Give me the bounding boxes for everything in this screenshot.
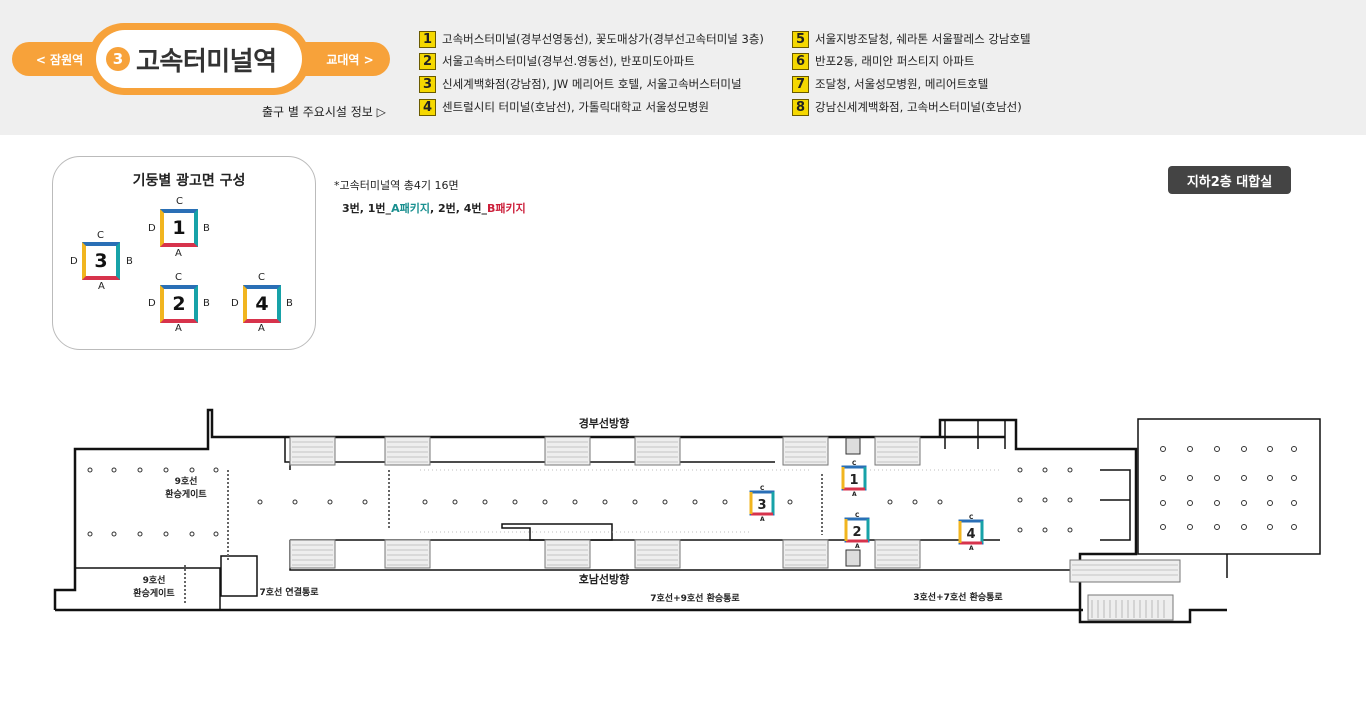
exit-item: 8 강남신세계백화점, 고속버스터미널(호남선) — [792, 98, 1022, 116]
side-label-c: C — [258, 272, 265, 283]
legend-pillar-1: 1 — [160, 209, 198, 247]
exit-number-badge: 8 — [792, 98, 809, 116]
side-label-a: A — [98, 281, 105, 292]
exit-item: 6 반포2동, 래미안 퍼스티지 아파트 — [792, 52, 974, 70]
gate-9-upper-line1: 9호선 — [175, 475, 198, 487]
side-label-a: A — [175, 248, 182, 259]
side-label-d: D — [148, 223, 156, 234]
package-note: 3번, 1번_A패키지, 2번, 4번_B패키지 — [342, 200, 526, 216]
side-label-b: B — [126, 256, 133, 267]
exit-description: 조달청, 서울성모병원, 메리어트호텔 — [815, 77, 989, 91]
map-side-c: C — [760, 485, 765, 492]
map-side-a: A — [969, 545, 974, 552]
exit-item: 4 센트럴시티 터미널(호남선), 가톨릭대학교 서울성모병원 — [419, 98, 709, 116]
exit-info-link[interactable]: 출구 별 주요시설 정보 ▷ — [262, 105, 386, 119]
side-label-d: D — [70, 256, 78, 267]
package-prefix: 3번, 1번_ — [342, 202, 392, 215]
line-number-icon: 3 — [106, 47, 130, 71]
side-label-c: C — [175, 272, 182, 283]
side-label-d: D — [231, 298, 239, 309]
transfer-line3-7-passage: 3호선+7호선 환승통로 — [913, 591, 1003, 603]
exit-description: 서울고속버스터미널(경부선.영동선), 반포미도아파트 — [442, 54, 695, 68]
package-b-label: B패키지 — [487, 202, 526, 215]
side-label-d: D — [148, 298, 156, 309]
side-label-b: B — [203, 223, 210, 234]
side-label-a: A — [175, 323, 182, 334]
map-pillar-3[interactable]: 3 — [749, 490, 775, 516]
exit-item: 7 조달청, 서울성모병원, 메리어트호텔 — [792, 75, 988, 93]
next-station-button[interactable]: 교대역 > — [300, 42, 390, 76]
map-side-a: A — [852, 491, 857, 498]
map-side-c: C — [855, 512, 860, 519]
exit-number-badge: 3 — [419, 75, 436, 93]
direction-gyeongbu: 경부선방향 — [579, 416, 630, 430]
exit-number-badge: 7 — [792, 75, 809, 93]
legend-pillar-4: 4 — [243, 285, 281, 323]
gate-9-lower-line2: 환승게이트 — [133, 587, 175, 599]
map-pillar-2[interactable]: 2 — [844, 517, 870, 543]
map-pillar-1[interactable]: 1 — [841, 465, 867, 491]
gate-9-lower-line1: 9호선 — [143, 574, 166, 586]
exit-number-badge: 5 — [792, 30, 809, 48]
map-side-a: A — [760, 516, 765, 523]
map-side-a: A — [855, 543, 860, 550]
exit-item: 2 서울고속버스터미널(경부선.영동선), 반포미도아파트 — [419, 52, 695, 70]
exit-number-badge: 4 — [419, 98, 436, 116]
station-name: 고속터미널역 — [136, 46, 277, 77]
svg-text:3: 3 — [757, 498, 766, 513]
exit-description: 고속버스터미널(경부선영동선), 꽃도매상가(경부선고속터미널 3층) — [442, 32, 764, 46]
legend-pillar-3: 3 — [82, 242, 120, 280]
station-title: 3 고속터미널역 — [96, 30, 302, 88]
legend-pillar-2: 2 — [160, 285, 198, 323]
exit-item: 3 신세계백화점(강남점), JW 메리어트 호텔, 서울고속버스터미널 — [419, 75, 742, 93]
station-header: < 잠원역 교대역 > 3 고속터미널역 출구 별 주요시설 정보 ▷ 1 고속… — [0, 0, 1366, 135]
side-label-b: B — [286, 298, 293, 309]
svg-text:1: 1 — [849, 473, 858, 488]
floor-badge: 지하2층 대합실 — [1168, 166, 1291, 194]
exit-number-badge: 1 — [419, 30, 436, 48]
svg-text:2: 2 — [852, 525, 861, 540]
gate-9-upper-line2: 환승게이트 — [165, 488, 207, 500]
direction-honam: 호남선방향 — [579, 572, 630, 586]
exit-description: 강남신세계백화점, 고속버스터미널(호남선) — [815, 100, 1022, 114]
legend-title: 기둥별 광고면 구성 — [132, 173, 246, 189]
transfer-line7-9-passage: 7호선+9호선 환승통로 — [650, 592, 740, 604]
side-label-a: A — [258, 323, 265, 334]
exit-description: 센트럴시티 터미널(호남선), 가톨릭대학교 서울성모병원 — [442, 100, 709, 114]
map-pillar-4[interactable]: 4 — [958, 519, 984, 545]
side-label-c: C — [97, 230, 104, 241]
package-mid: , 2번, 4번_ — [429, 202, 488, 215]
ad-count-note: *고속터미널역 총4기 16면 — [334, 179, 459, 192]
map-side-c: C — [852, 460, 857, 467]
exit-number-badge: 6 — [792, 52, 809, 70]
exit-description: 서울지방조달청, 쉐라톤 서울팔레스 강남호텔 — [815, 32, 1031, 46]
exit-description: 반포2동, 래미안 퍼스티지 아파트 — [815, 54, 975, 68]
floor-map: 경부선방향 호남선방향 9호선 환승게이트 9호선 환승게이트 7호선 연결통로… — [53, 408, 1321, 624]
exit-item: 5 서울지방조달청, 쉐라톤 서울팔레스 강남호텔 — [792, 30, 1031, 48]
exit-description: 신세계백화점(강남점), JW 메리어트 호텔, 서울고속버스터미널 — [442, 77, 742, 91]
side-label-b: B — [203, 298, 210, 309]
map-side-c: C — [969, 514, 974, 521]
exit-item: 1 고속버스터미널(경부선영동선), 꽃도매상가(경부선고속터미널 3층) — [419, 30, 764, 48]
side-label-c: C — [176, 196, 183, 207]
exit-number-badge: 2 — [419, 52, 436, 70]
svg-text:4: 4 — [966, 527, 975, 542]
package-a-label: A패키지 — [391, 202, 430, 215]
transfer-line7-passage: 7호선 연결통로 — [259, 586, 319, 598]
